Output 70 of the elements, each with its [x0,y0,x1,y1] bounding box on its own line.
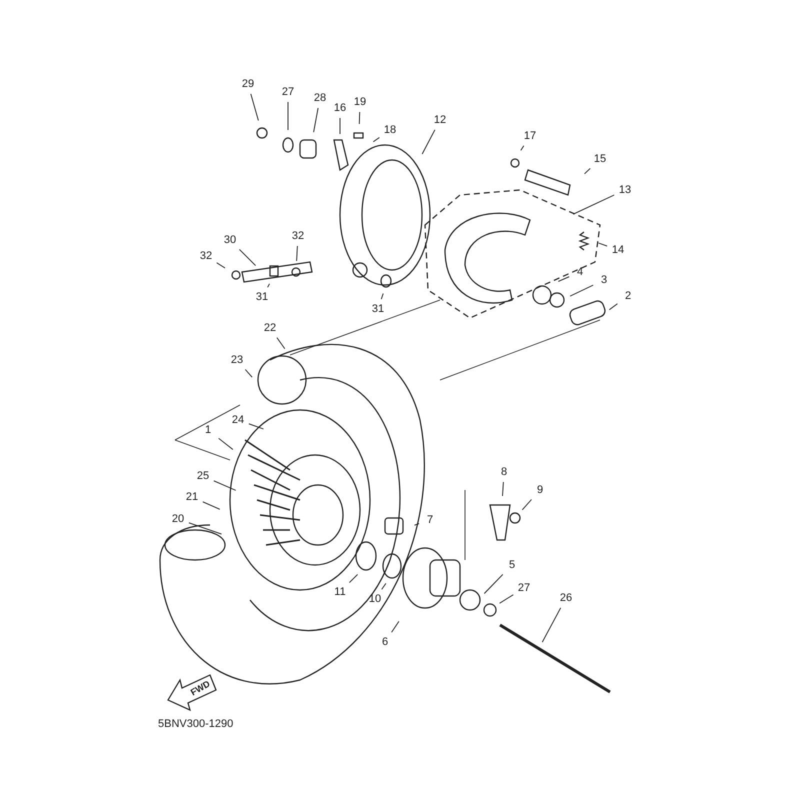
leader-line [276,337,286,350]
callout-number: 25 [196,470,210,482]
callout-number: 29 [240,78,256,90]
callout-number: 3 [600,274,608,286]
diagram-code: 5BNV300-1290 [158,718,234,730]
leader-line [542,607,562,643]
leader-line [572,194,615,215]
direction-label: FWD [188,678,212,698]
callout-number: 27 [516,582,532,594]
callout-number: 22 [262,322,278,334]
callout-number: 20 [170,513,186,525]
callout-number: 9 [536,484,544,496]
callout-number: 31 [370,303,386,315]
leader-line [414,523,420,526]
leader-line [213,480,236,491]
leader-line [522,499,532,510]
leader-line [502,482,504,496]
callout-number: 15 [592,153,608,165]
leader-line [218,438,234,450]
callout-number: 1 [204,424,212,436]
callout-number: 27 [280,86,296,98]
callout-number: 19 [352,96,368,108]
callout-number: 16 [332,102,348,114]
leader-line [598,242,608,247]
leader-line [558,276,570,282]
leader-line [244,369,253,378]
leader-line [484,574,504,594]
leader-line [238,248,256,266]
leader-line [202,501,220,510]
callout-number: 17 [522,130,538,142]
leader-line [584,168,591,174]
callout-number: 10 [368,593,382,605]
leader-line [391,620,400,633]
leader-line [188,522,222,535]
callout-number: 11 [333,586,347,598]
callout-number: 32 [290,230,306,242]
leader-line [216,262,226,268]
callout-number: 8 [500,466,508,478]
leader-line [267,283,270,288]
callout-number: 28 [312,92,328,104]
leader-line [499,594,514,604]
callout-number: 18 [382,124,398,136]
callout-number: 12 [432,114,448,126]
leader-line [248,423,264,430]
callout-number: 26 [558,592,574,604]
callout-number: 14 [610,244,626,256]
leader-line [570,284,594,297]
callout-number: 4 [576,266,584,278]
leader-line [296,246,298,262]
callout-number: 32 [198,250,214,262]
callout-number: 6 [380,636,390,648]
leader-line [348,574,358,584]
leader-line [372,137,380,142]
callout-number: 7 [426,514,434,526]
leader-line [313,108,319,133]
callout-number: 24 [230,414,246,426]
leader-line [608,303,618,310]
callout-number: 2 [624,290,632,302]
callout-number: 23 [230,354,244,366]
callout-number: 13 [618,184,632,196]
leader-line [381,582,386,590]
leader-line [520,145,524,151]
callout-number: 5 [508,559,516,571]
callout-number: 21 [184,491,200,503]
callout-number: 30 [222,234,238,246]
leader-line [380,293,384,300]
leader-line [250,93,259,121]
leader-line [422,129,436,154]
leader-line [358,112,360,124]
callout-number: 31 [254,291,270,303]
